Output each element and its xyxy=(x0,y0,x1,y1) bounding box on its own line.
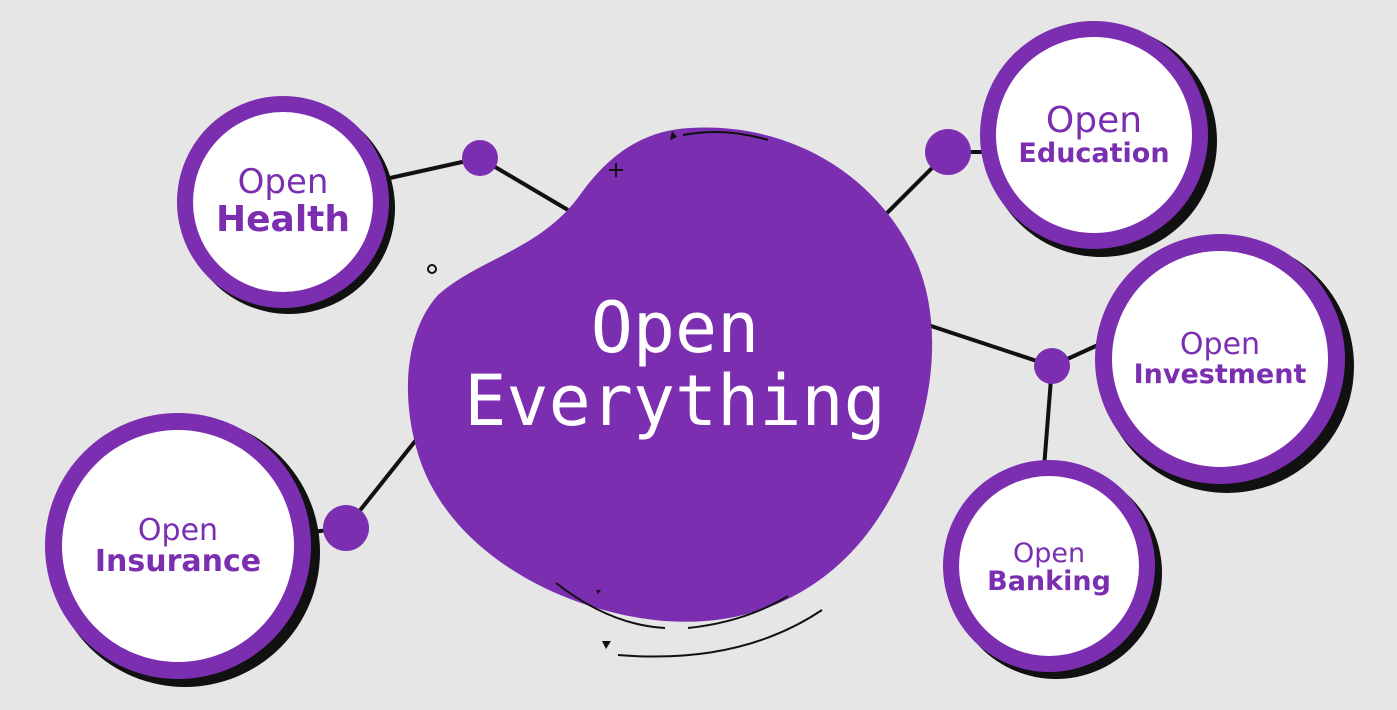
dot-investment xyxy=(1034,348,1070,384)
dot-education xyxy=(925,129,971,175)
node-insurance-line2: Insurance xyxy=(94,544,262,579)
node-label-education: Open Education xyxy=(1000,75,1188,195)
node-label-investment: Open Investment xyxy=(1118,299,1322,419)
center-label: Open Everything xyxy=(440,285,910,445)
small-ring xyxy=(427,264,437,274)
node-health-line2: Health xyxy=(215,198,350,240)
center-label-line1: Open xyxy=(590,286,760,369)
node-banking-line2: Banking xyxy=(987,566,1111,597)
triangle-top xyxy=(670,131,677,140)
node-investment-line2: Investment xyxy=(1133,358,1307,390)
triangle-marks xyxy=(596,131,677,649)
dot-insurance xyxy=(323,505,369,551)
center-label-line2: Everything xyxy=(464,360,886,442)
arc-bottom-right xyxy=(687,595,789,629)
arc-bottom-left xyxy=(555,582,666,629)
node-label-insurance: Open Insurance xyxy=(66,486,290,606)
node-insurance-line1: Open xyxy=(137,512,219,548)
node-education-line2: Education xyxy=(1018,137,1170,169)
bubble-health xyxy=(177,96,395,314)
arc-top xyxy=(682,130,769,141)
node-health-line1: Open xyxy=(237,162,329,203)
node-label-health: Open Health xyxy=(193,142,373,262)
arc-outer-bottom xyxy=(617,609,823,658)
decorations xyxy=(427,130,823,658)
bubble-education xyxy=(980,21,1217,257)
center-blob xyxy=(407,127,933,622)
bubble-investment xyxy=(1095,234,1354,493)
bubble-banking xyxy=(943,460,1162,679)
bubble-insurance xyxy=(45,413,320,687)
connector-investment-center xyxy=(927,323,1053,368)
dot-health xyxy=(462,140,498,176)
node-banking-line1: Open xyxy=(1012,537,1086,569)
node-investment-line1: Open xyxy=(1179,327,1261,363)
node-label-banking: Open Banking xyxy=(964,508,1134,628)
triangle-small xyxy=(596,590,601,594)
triangle-bottom xyxy=(602,641,611,649)
connector-dots xyxy=(323,129,1070,551)
node-education-line1: Open xyxy=(1045,99,1143,141)
